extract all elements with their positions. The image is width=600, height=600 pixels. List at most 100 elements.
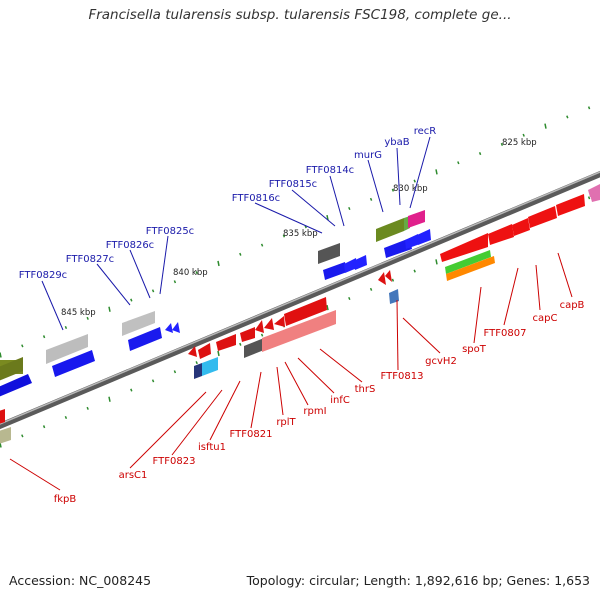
gene-label[interactable]: FTF0814c: [306, 165, 354, 176]
gene-feature[interactable]: [122, 311, 155, 336]
scale-tick: [282, 234, 286, 238]
gene-feature[interactable]: [440, 233, 488, 262]
gene-label[interactable]: FTF0826c: [106, 240, 154, 251]
scale-tick: [260, 243, 264, 247]
gene-feature[interactable]: [385, 270, 392, 282]
gene-label[interactable]: FTF0825c: [146, 226, 194, 237]
gene-feature[interactable]: [445, 250, 491, 274]
gene-feature[interactable]: [244, 338, 264, 358]
gene-label[interactable]: gcvH2: [425, 356, 457, 367]
plus-gene-labels: recR ybaB murG FTF0814c FTF0815c FTF0816…: [19, 126, 436, 281]
minus-strand-features: [0, 191, 600, 445]
scale-tick: [369, 287, 373, 291]
kbp-label: 845 kbp: [61, 308, 96, 318]
gene-label[interactable]: isftu1: [198, 442, 226, 453]
gene-feature[interactable]: [378, 272, 386, 285]
gene-label[interactable]: FTF0827c: [66, 254, 114, 265]
gene-label[interactable]: murG: [354, 150, 382, 161]
gene-label[interactable]: fkpB: [54, 494, 77, 505]
scale-tick: [173, 370, 177, 374]
gene-label[interactable]: arsC1: [119, 470, 148, 481]
scale-tick: [195, 271, 198, 275]
gene-label[interactable]: FTF0829c: [19, 270, 67, 281]
gene-label[interactable]: recR: [414, 126, 437, 137]
scale-tick: [522, 133, 525, 137]
gene-label[interactable]: capB: [560, 300, 585, 311]
map-title: Francisella tularensis subsp. tularensis…: [88, 7, 512, 23]
gene-label[interactable]: thrS: [355, 384, 376, 395]
gene-feature[interactable]: [262, 310, 336, 352]
plus-strand-features: [0, 184, 600, 398]
gene-feature[interactable]: [488, 224, 514, 245]
gene-label[interactable]: FTF0823: [153, 456, 196, 467]
gene-label[interactable]: FTF0821: [230, 429, 273, 440]
gene-feature[interactable]: [556, 194, 585, 216]
gene-feature[interactable]: [408, 210, 425, 228]
gene-feature[interactable]: [528, 206, 557, 228]
scale-tick: [64, 416, 68, 420]
scale-tick: [326, 215, 329, 221]
gene-feature[interactable]: [198, 343, 211, 359]
gene-feature[interactable]: [240, 327, 255, 342]
gene-feature[interactable]: [353, 255, 367, 270]
gene-feature[interactable]: [405, 234, 420, 249]
gene-feature[interactable]: [0, 427, 11, 445]
gene-feature[interactable]: [188, 346, 197, 357]
minus-gene-labels: capB capC FTF0807 spoT gcvH2 FTF0813 thr…: [54, 300, 585, 505]
gene-feature[interactable]: [194, 363, 202, 379]
gene-label[interactable]: rpmI: [303, 406, 326, 417]
scale-tick: [173, 280, 177, 284]
scale-tick: [217, 350, 220, 357]
scale-tick: [108, 396, 111, 402]
gene-feature[interactable]: [52, 350, 95, 377]
gene-label[interactable]: FTF0816c: [232, 193, 280, 204]
scale-tick: [369, 197, 373, 201]
scale-tick: [239, 252, 242, 256]
scale-tick: [21, 344, 24, 348]
plus-leader-lines: [41, 136, 431, 331]
gene-feature[interactable]: [255, 320, 264, 333]
gene-feature[interactable]: [512, 218, 530, 236]
gene-feature[interactable]: [165, 323, 173, 333]
gene-feature[interactable]: [46, 334, 88, 364]
gene-feature[interactable]: [376, 218, 404, 242]
gene-label[interactable]: FTF0807: [484, 328, 527, 339]
kbp-label: 840 kbp: [173, 268, 208, 278]
kbp-label: 830 kbp: [393, 184, 428, 194]
kbp-label: 825 kbp: [502, 138, 537, 148]
gene-feature[interactable]: [389, 289, 399, 304]
scale-tick: [42, 425, 46, 429]
gene-label[interactable]: ybaB: [384, 137, 409, 148]
gene-feature[interactable]: [128, 327, 162, 351]
gene-feature[interactable]: [446, 256, 495, 281]
scale-tick: [413, 179, 416, 183]
gene-feature[interactable]: [216, 334, 236, 351]
gene-feature[interactable]: [0, 409, 5, 425]
gene-feature[interactable]: [318, 243, 340, 264]
gene-feature[interactable]: [323, 262, 347, 280]
kbp-labels: 825 kbp 830 kbp 835 kbp 840 kbp 845 kbp: [61, 138, 537, 318]
scale-tick: [42, 335, 46, 339]
gene-feature[interactable]: [264, 318, 274, 330]
gene-label[interactable]: FTF0815c: [269, 179, 317, 190]
gene-feature[interactable]: [384, 238, 412, 258]
gene-label[interactable]: rplT: [276, 417, 296, 428]
gene-label[interactable]: infC: [330, 395, 350, 406]
gene-feature[interactable]: [0, 374, 32, 398]
gene-feature[interactable]: [202, 357, 218, 376]
scale-tick: [587, 106, 591, 110]
gene-feature[interactable]: [417, 229, 431, 245]
gene-feature[interactable]: [172, 322, 180, 333]
scale-tick: [391, 278, 395, 282]
topology-text: Topology: circular; Length: 1,892,616 bp…: [246, 573, 590, 588]
scale-tick: [500, 142, 504, 146]
scale-tick: [457, 161, 460, 165]
gene-label[interactable]: FTF0813: [381, 371, 424, 382]
gene-label[interactable]: capC: [533, 313, 558, 324]
scale-tick: [86, 316, 89, 320]
gene-feature[interactable]: [284, 297, 327, 326]
gene-feature[interactable]: [590, 191, 600, 202]
gene-feature[interactable]: [274, 316, 285, 327]
gene-feature[interactable]: [0, 357, 23, 382]
gene-label[interactable]: spoT: [462, 344, 487, 355]
